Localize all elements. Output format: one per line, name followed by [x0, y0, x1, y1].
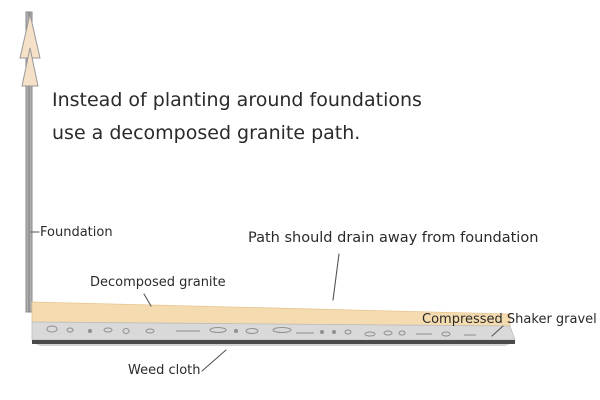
- foundation-label: Foundation: [40, 225, 113, 240]
- gravel-stone: [332, 330, 336, 334]
- gravel-stone: [103, 327, 113, 333]
- note-line-2: use a decomposed granite path.: [52, 122, 360, 144]
- gravel-stone: [209, 327, 227, 333]
- weed-cloth-shadow: [36, 344, 510, 346]
- gravel-stone: [122, 328, 130, 334]
- gravel-stones: [46, 325, 476, 337]
- arrow-head-lower: [21, 47, 39, 87]
- granite-leader: [143, 293, 152, 307]
- gravel-stone: [364, 331, 376, 337]
- gravel-stone: [398, 330, 406, 336]
- gravel-leader: [491, 325, 504, 337]
- gravel-stone: [46, 325, 58, 333]
- drain-leader: [332, 253, 340, 301]
- gravel-stone: [272, 327, 292, 333]
- weed-cloth-leader: [201, 349, 227, 372]
- gravel-stone: [344, 329, 352, 335]
- gravel-stone: [441, 331, 451, 337]
- gravel-stone: [234, 329, 238, 333]
- gravel-label: Compressed Shaker gravel: [422, 312, 597, 327]
- drain-label: Path should drain away from foundation: [248, 230, 538, 246]
- gravel-stone: [320, 330, 324, 334]
- gravel-stone: [383, 330, 393, 336]
- gravel-stone: [245, 328, 259, 334]
- gravel-stone: [145, 328, 155, 334]
- gravel-stone: [66, 327, 74, 333]
- weed-cloth-label: Weed cloth: [128, 363, 201, 378]
- granite-label: Decomposed granite: [90, 275, 226, 290]
- weed-cloth-layer: [32, 340, 515, 344]
- gravel-stone: [88, 329, 92, 333]
- note-line-1: Instead of planting around foundations: [52, 89, 422, 111]
